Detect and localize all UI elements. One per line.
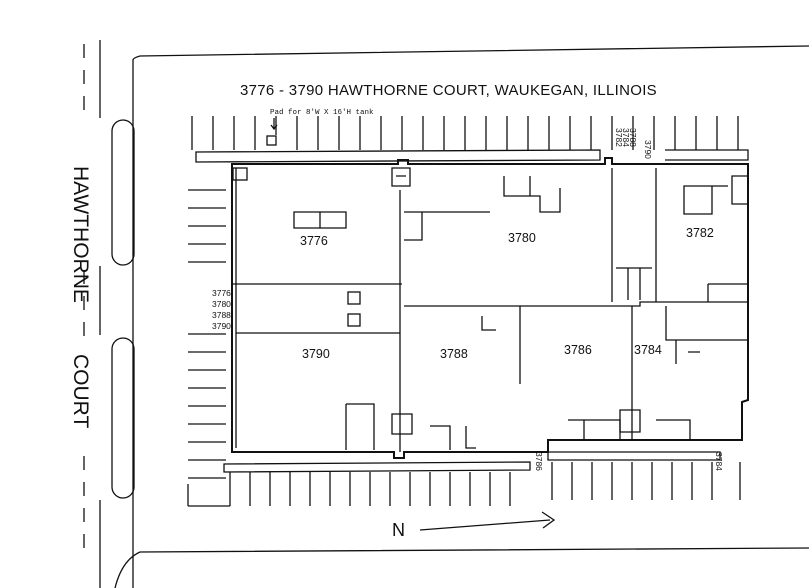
south-sidewalk [223,461,531,473]
fixture-3790-b [347,313,361,327]
west-parking-stalls [188,189,226,479]
office-3788 [481,316,496,331]
storage-room-fixtures [616,267,652,300]
tank-pad-note: Pad for 8'W X 16'H tank [270,109,374,117]
west-address-3790: 3790 [212,321,231,331]
office-3788-south [430,425,476,450]
door-label-3786-south: 3786 [534,452,544,471]
office-3790 [345,403,375,450]
median-island-north [111,119,135,266]
unit-label-3782: 3782 [686,226,714,240]
north-sidewalk [195,149,601,163]
map-title: 3776 - 3790 HAWTHORNE COURT, WAUKEGAN, I… [240,82,657,99]
office-3784-east [665,306,748,364]
office-3782-south [707,283,748,302]
south-west-curb [187,484,230,507]
south-parking-stalls [187,451,741,507]
north-parking-stalls [191,116,749,163]
unit-label-3790: 3790 [302,347,330,361]
unit-label-3788: 3788 [440,347,468,361]
unit-label-3776: 3776 [300,234,328,248]
west-address-3788: 3788 [212,310,231,320]
street-label-hawthorne: HAWTHORNE [69,166,92,303]
north-arrow: N [392,511,556,540]
building [231,157,749,459]
south-property-line [114,547,809,588]
tank-pad [266,135,277,146]
unit-label-3786: 3786 [564,343,592,357]
north-arrow-shaft [419,511,556,531]
north-property-line [132,45,809,61]
entry-vestibule-3782 [731,175,749,205]
north-label: N [392,520,405,540]
street-label-court: COURT [69,354,92,428]
unit-label-3780: 3780 [508,231,536,245]
north-sidewalk-east [665,149,749,161]
door-label-3790: 3790 [643,140,653,159]
building-outline [231,157,749,459]
west-address-3776: 3776 [212,288,231,298]
fixture-3790-a [347,291,361,305]
entry-vestibule-south [391,413,413,435]
fixture-3776 [293,211,347,229]
door-label-3782: 3782 [614,128,624,147]
wall-3780-3788 [404,305,521,384]
unit-label-3784: 3784 [634,343,662,357]
office-3780-west [404,211,490,241]
office-3782-north [683,185,728,215]
office-3780-north [503,176,561,213]
west-address-3780: 3780 [212,299,231,309]
door-label-3788: 3788 [628,128,638,147]
entry-vestibule-3786 [619,409,641,433]
door-label-3784: 3784 [621,128,631,147]
entry-vestibule-north [391,167,411,187]
wall-3780-3786 [520,301,660,307]
office-3786-3784-south [568,419,691,440]
median-island-south [111,337,135,499]
door-label-3784-south: 3784 [714,452,724,471]
hawthorne-court-street: HAWTHORNE COURT [69,40,809,588]
electrical-room [232,167,248,181]
south-sidewalk-east [547,451,721,461]
